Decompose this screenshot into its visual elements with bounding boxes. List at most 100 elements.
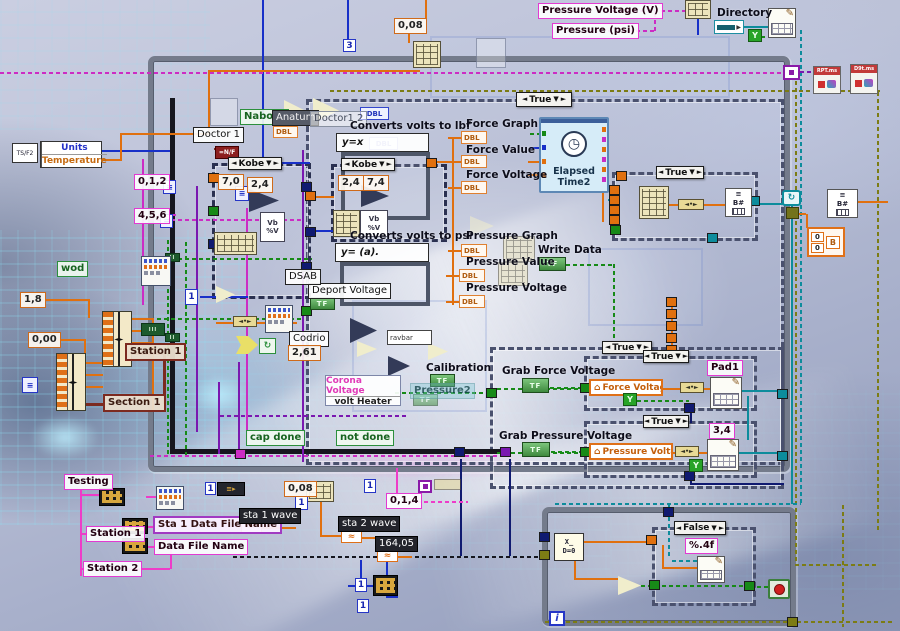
dbl-const-anatum[interactable]: DBL	[273, 126, 298, 138]
bundle-node-e[interactable]	[639, 186, 669, 219]
const-16405[interactable]: 164,05	[375, 536, 418, 552]
pressure-voltage-dbl[interactable]: DBL	[459, 295, 485, 308]
pressure-psi-label[interactable]: Pressure (psi)	[552, 23, 639, 39]
const-74[interactable]: 7,4	[363, 175, 389, 191]
index-tower-1[interactable]: ◄►	[102, 311, 132, 367]
recycle-icon[interactable]: ↻	[259, 338, 276, 354]
quotient-node[interactable]: X_D=0	[554, 533, 584, 561]
small-blue-icon[interactable]: ≡	[22, 377, 38, 393]
write-file-icon-2[interactable]: ✎	[707, 439, 739, 471]
waveform-icon-2[interactable]: ≈	[341, 531, 362, 543]
blue-const-top[interactable]: 3	[343, 39, 356, 52]
nan-check-node[interactable]: =N/F	[215, 146, 239, 159]
pink-node[interactable]	[418, 480, 432, 493]
const-014[interactable]: 0,1,4	[386, 493, 423, 509]
build-path-icon[interactable]	[156, 486, 184, 510]
wod-label[interactable]: wod	[57, 261, 89, 277]
gold-node[interactable]: ◄•►	[233, 316, 257, 327]
directory-path-control[interactable]: ▶	[714, 20, 744, 34]
grab-force-tf[interactable]: TF	[522, 378, 549, 393]
force-value-dbl[interactable]: DBL	[461, 155, 487, 168]
force-graph-dbl[interactable]: DBL	[461, 131, 487, 144]
ravbar-node[interactable]: ravbar	[387, 330, 432, 345]
waveform-icon-3[interactable]: ≈	[377, 550, 398, 562]
stop-button[interactable]	[768, 579, 790, 599]
blue-const-5[interactable]: 1	[357, 599, 369, 613]
ghost-bundle-2[interactable]	[498, 262, 528, 286]
matrix-icon[interactable]	[685, 0, 711, 19]
kobe-case-2-selector[interactable]: ◄Kobe▼►	[341, 158, 395, 171]
y-const-2[interactable]: Y	[689, 459, 703, 472]
grab-outer-case-selector[interactable]: ◄True▼►	[602, 341, 652, 354]
pressure2-tf[interactable]: TF	[413, 394, 438, 406]
vb-icon-2[interactable]: Vb%V	[360, 210, 388, 237]
write-file-icon-3[interactable]: ✎	[697, 556, 725, 583]
deport-voltage-tf[interactable]: TF	[310, 297, 335, 310]
or-gate[interactable]	[236, 336, 258, 354]
format-string-icon-1[interactable]: ≡B#	[725, 188, 752, 217]
station1-b-label[interactable]: Station 1	[86, 526, 146, 542]
purple-connector[interactable]	[783, 65, 800, 80]
blue-const-4[interactable]: 1	[355, 578, 367, 592]
green-pill-2[interactable]: II	[165, 333, 180, 342]
main-case-selector[interactable]: ◄True▼►	[516, 92, 572, 107]
sta2-wave-label[interactable]: sta 2 wave	[338, 516, 401, 532]
testing-label[interactable]: Testing	[64, 474, 113, 490]
doctor12-label[interactable]: Doctor1 2	[310, 111, 368, 127]
pressure-value-dbl[interactable]: DBL	[459, 269, 485, 282]
const-18[interactable]: 1,8	[20, 292, 46, 308]
datafile-name-label[interactable]: Data File Name	[154, 539, 249, 555]
vb-icon-1[interactable]: Vb%V	[260, 212, 285, 242]
write-data-tf[interactable]: TF	[539, 257, 566, 271]
daq-icon-2[interactable]	[265, 305, 293, 333]
elapsed-true-case-selector[interactable]: ◄True▼►	[656, 166, 704, 179]
false-case-selector[interactable]: ◄False▼►	[674, 521, 726, 535]
grab-pressure-tf[interactable]: TF	[522, 442, 550, 457]
format-string-icon-2[interactable]: ≡B#	[827, 189, 858, 218]
const-008b[interactable]: 0,08	[284, 481, 317, 497]
station2-b-label[interactable]: Station 2	[83, 561, 143, 577]
not-done-label[interactable]: not done	[336, 430, 395, 446]
const-000[interactable]: 0,00	[28, 332, 61, 348]
write-lvm-icon-2[interactable]: D9t.ms	[850, 64, 878, 94]
const-456[interactable]: 4,5,6	[134, 208, 171, 224]
cap-done-label[interactable]: cap done	[246, 430, 306, 446]
y-const-top[interactable]: Y	[748, 29, 762, 42]
index-tower-2[interactable]: ◄►	[56, 353, 86, 411]
pad1-label[interactable]: Pad1	[707, 360, 743, 376]
pressure-voltage-v-label[interactable]: Pressure Voltage (V)	[538, 3, 663, 19]
array-grid-node[interactable]	[373, 575, 398, 596]
sta1-wave-label[interactable]: sta 1 wave	[239, 508, 302, 524]
ghost-bundle-1[interactable]	[503, 236, 535, 262]
olive-node[interactable]	[786, 207, 799, 219]
deport-voltage-label[interactable]: Deport Voltage	[308, 283, 392, 299]
formula-node-psi[interactable]: y= (a).	[335, 243, 429, 262]
iteration-terminal[interactable]: i	[549, 611, 565, 626]
pressure-graph-dbl[interactable]: DBL	[461, 244, 487, 257]
dark-node[interactable]: ≡▸	[217, 482, 245, 496]
blue-const-2[interactable]: 1	[364, 479, 376, 493]
const-34[interactable]: 3,4	[709, 423, 735, 439]
formula-node-lbf[interactable]: y=x	[336, 133, 429, 152]
const-24b[interactable]: 2,4	[338, 175, 364, 191]
kobe-case-1-selector[interactable]: ◄Kobe▼►	[228, 157, 282, 170]
grab-pressure-case-selector[interactable]: ◄True▼►	[643, 415, 689, 428]
dsab-label[interactable]: DSAB	[285, 269, 321, 285]
ts-icon[interactable]: TS/F2	[12, 143, 38, 163]
blue-const-j[interactable]: 1	[205, 482, 216, 495]
write-file-icon-1[interactable]: ✎	[710, 377, 742, 409]
concat-node-e[interactable]: ◄•►	[678, 199, 704, 210]
force-voltage-dbl[interactable]: DBL	[461, 181, 487, 194]
const-008a[interactable]: 0,08	[394, 18, 427, 34]
elapsed-time2-vi[interactable]: ◷Elapsed Time2	[539, 117, 609, 193]
format-label[interactable]: %.4f	[685, 538, 719, 554]
daq-assistant-icon[interactable]	[141, 256, 171, 286]
pressure-voltage-local[interactable]: ⌂Pressure Voltage▸	[589, 443, 673, 460]
write-lvm-icon-1[interactable]: RPT.ms	[813, 66, 841, 94]
calibration-tf[interactable]: TF	[430, 374, 455, 387]
pressure2-label[interactable]: Pressure2	[410, 383, 475, 399]
file-dialog-icon[interactable]: ✎	[768, 8, 796, 38]
section1-label[interactable]: Section 1	[103, 394, 166, 412]
